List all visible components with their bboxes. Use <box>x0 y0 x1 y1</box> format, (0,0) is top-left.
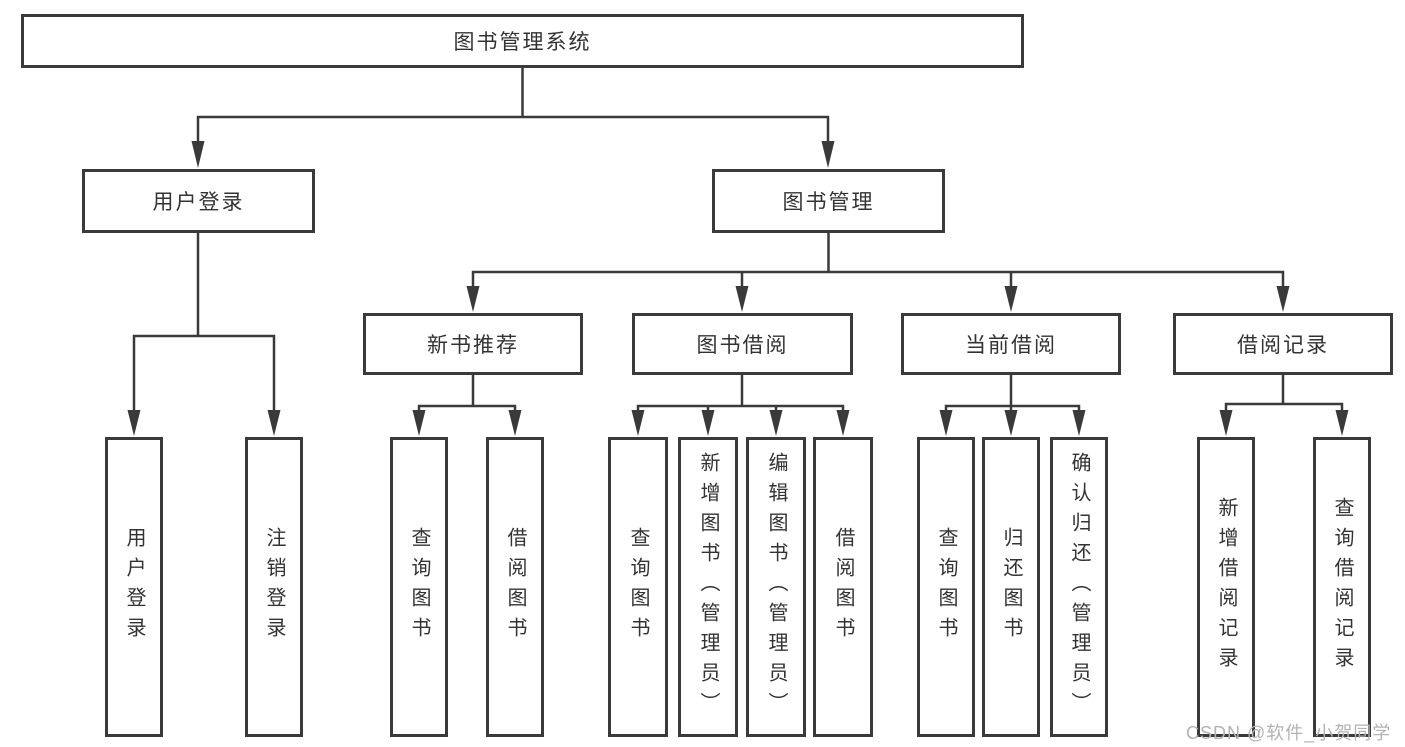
node-book-borrowing: 图书借阅 <box>632 313 853 375</box>
leaf-borrow-query-books-label: 查询图书 <box>627 527 649 647</box>
node-current-borrowing: 当前借阅 <box>901 313 1121 375</box>
node-library-management-system: 图书管理系统 <box>21 14 1024 68</box>
leaf-current-confirm-return-admin-label: 确认归还（管理员） <box>1068 452 1090 722</box>
leaf-borrow-borrow-books-label: 借阅图书 <box>832 527 854 647</box>
node-current-borrowing-label: 当前借阅 <box>965 334 1057 357</box>
node-borrowing-records: 借阅记录 <box>1173 313 1393 375</box>
node-book-management: 图书管理 <box>712 169 945 233</box>
leaf-current-query-books-label: 查询图书 <box>935 527 957 647</box>
node-library-management-system-label: 图书管理系统 <box>453 31 592 54</box>
leaf-records-query-record-label: 查询借阅记录 <box>1331 497 1353 677</box>
leaf-borrow-query-books: 查询图书 <box>608 437 668 737</box>
leaf-current-confirm-return-admin: 确认归还（管理员） <box>1050 437 1108 737</box>
leaf-borrow-add-books-admin: 新增图书（管理员） <box>678 437 738 737</box>
node-user-login: 用户登录 <box>82 169 315 233</box>
leaf-newbook-borrow-books-label: 借阅图书 <box>504 527 526 647</box>
leaf-borrow-edit-books-admin-label: 编辑图书（管理员） <box>765 452 787 722</box>
leaf-newbook-query-books-label: 查询图书 <box>408 527 430 647</box>
leaf-records-add-record-label: 新增借阅记录 <box>1215 497 1237 677</box>
leaf-current-query-books: 查询图书 <box>917 437 975 737</box>
node-borrowing-records-label: 借阅记录 <box>1237 334 1329 357</box>
leaf-records-query-record: 查询借阅记录 <box>1313 437 1371 737</box>
leaf-current-return-books: 归还图书 <box>982 437 1040 737</box>
node-new-book-recommend: 新书推荐 <box>363 313 583 375</box>
leaf-user-login-label: 用户登录 <box>123 527 145 647</box>
leaf-logout-login: 注销登录 <box>245 437 303 737</box>
leaf-user-login: 用户登录 <box>105 437 163 737</box>
leaf-newbook-borrow-books: 借阅图书 <box>486 437 544 737</box>
leaf-borrow-add-books-admin-label: 新增图书（管理员） <box>697 452 719 722</box>
leaf-logout-login-label: 注销登录 <box>263 527 285 647</box>
csdn-watermark: CSDN @软件_小贺同学 <box>1186 723 1392 743</box>
leaf-borrow-edit-books-admin: 编辑图书（管理员） <box>746 437 806 737</box>
node-book-management-label: 图书管理 <box>782 191 875 214</box>
leaf-borrow-borrow-books: 借阅图书 <box>813 437 873 737</box>
leaf-current-return-books-label: 归还图书 <box>1000 527 1022 647</box>
leaf-records-add-record: 新增借阅记录 <box>1197 437 1255 737</box>
node-new-book-recommend-label: 新书推荐 <box>427 334 519 357</box>
node-user-login-label: 用户登录 <box>152 191 245 214</box>
leaf-newbook-query-books: 查询图书 <box>390 437 448 737</box>
node-book-borrowing-label: 图书借阅 <box>696 334 789 357</box>
